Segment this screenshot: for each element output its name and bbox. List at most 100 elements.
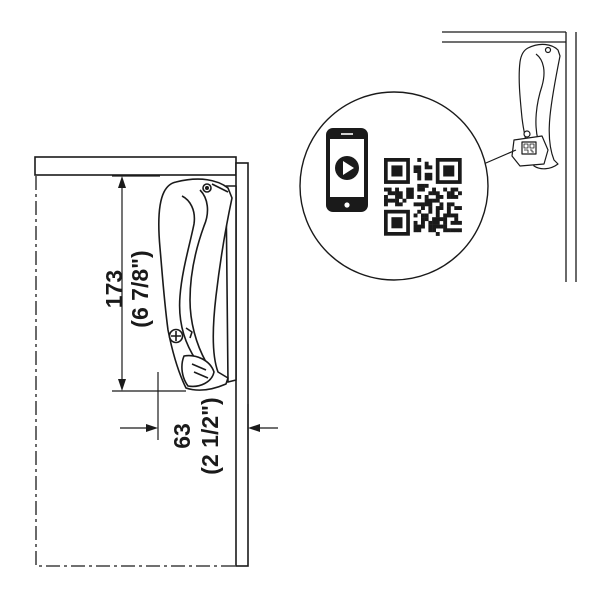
qr-module [384, 187, 388, 192]
qr-module [439, 206, 444, 210]
qr-module [398, 202, 403, 207]
qr-module [454, 187, 459, 192]
qr-module [446, 209, 451, 214]
qr-module [417, 187, 422, 192]
qr-module [428, 228, 433, 233]
dim-width-in: (2 1/2") [197, 397, 223, 474]
qr-module [391, 191, 396, 196]
qr-module [446, 202, 451, 207]
qr-module [439, 202, 444, 207]
qr-module [428, 224, 433, 229]
qr-module [428, 165, 433, 170]
qr-module [454, 195, 459, 199]
qr-module [432, 191, 436, 196]
dim-height-arrow-bottom [118, 379, 126, 391]
qr-module [417, 176, 422, 181]
qr-module [439, 217, 444, 222]
qr-module [417, 228, 422, 233]
qr-module [395, 202, 399, 207]
qr-module [458, 191, 462, 196]
qr-module [421, 183, 425, 188]
qr-module [435, 213, 440, 218]
qr-module [387, 198, 392, 203]
qr-module [417, 169, 422, 173]
qr-module [409, 191, 414, 196]
qr-module [424, 198, 429, 203]
qr-module [454, 217, 459, 222]
qr-module [458, 228, 462, 233]
qr-module [446, 191, 451, 196]
qr-module [417, 165, 422, 170]
qr-module [439, 224, 444, 229]
qr-module [424, 165, 429, 170]
qr-module [384, 195, 388, 199]
dim-width-mm: 63 [169, 423, 195, 449]
qr-module [417, 158, 422, 162]
qr-module [395, 187, 399, 192]
qr-module [446, 228, 451, 233]
qr-module [421, 217, 425, 222]
thumb-qr-sticker-pattern [523, 143, 535, 153]
thumb-qr-sticker [521, 141, 537, 155]
qr-module [432, 220, 436, 225]
qr-module [432, 217, 436, 222]
qr-module [454, 206, 459, 210]
qr-module [428, 202, 433, 207]
qr-finder-center [443, 165, 455, 177]
qr-module [398, 191, 403, 196]
qr-module [435, 198, 440, 203]
qr-module [417, 209, 422, 214]
cabinet-section [34, 156, 249, 567]
qr-finder-center [391, 217, 403, 229]
qr-module [395, 191, 399, 196]
qr-module [413, 165, 418, 170]
qr-module [446, 213, 451, 218]
qr-module [443, 224, 448, 229]
qr-module [450, 213, 455, 218]
qr-module [450, 187, 455, 192]
qr-module [450, 228, 455, 233]
qr-module [435, 206, 440, 210]
fitting-arm-inner [178, 195, 197, 361]
qr-module [428, 220, 433, 225]
qr-module [446, 195, 451, 199]
qr-module [395, 195, 399, 199]
qr-module [398, 195, 403, 199]
qr-module [424, 183, 429, 188]
qr-module [421, 224, 425, 229]
fitting-lower-detail [191, 363, 209, 379]
dim-height-in: (6 7/8") [127, 250, 153, 327]
dim-width-arrow-left [146, 424, 158, 432]
qr-module [428, 176, 433, 181]
qr-module [450, 195, 455, 199]
qr-module [428, 198, 433, 203]
dim-width-arrow-right [248, 424, 260, 432]
phone-play-icon[interactable] [326, 128, 368, 212]
qr-module [402, 198, 407, 203]
qr-module [417, 172, 422, 177]
qr-module [387, 191, 392, 196]
thumb-pivot [544, 46, 552, 54]
qr-module [409, 195, 414, 199]
dimension-height [112, 175, 186, 392]
qr-module [432, 198, 436, 203]
qr-module [421, 206, 425, 210]
qr-module [421, 213, 425, 218]
dim-height-arrow-top [118, 176, 126, 188]
qr-module [387, 187, 392, 192]
qr-module [424, 217, 429, 222]
qr-module [428, 191, 433, 196]
qr-module [417, 202, 422, 207]
qr-module [421, 202, 425, 207]
qr-module [409, 187, 414, 192]
qr-module [443, 228, 448, 233]
qr-module [443, 220, 448, 225]
qr-module [413, 169, 418, 173]
thumbnail-fitting [511, 43, 561, 170]
lift-fitting [158, 178, 237, 391]
qr-module [417, 195, 422, 199]
qr-module [413, 224, 418, 229]
qr-module [395, 198, 399, 203]
qr-code-icon[interactable] [384, 158, 462, 236]
qr-module [406, 195, 411, 199]
